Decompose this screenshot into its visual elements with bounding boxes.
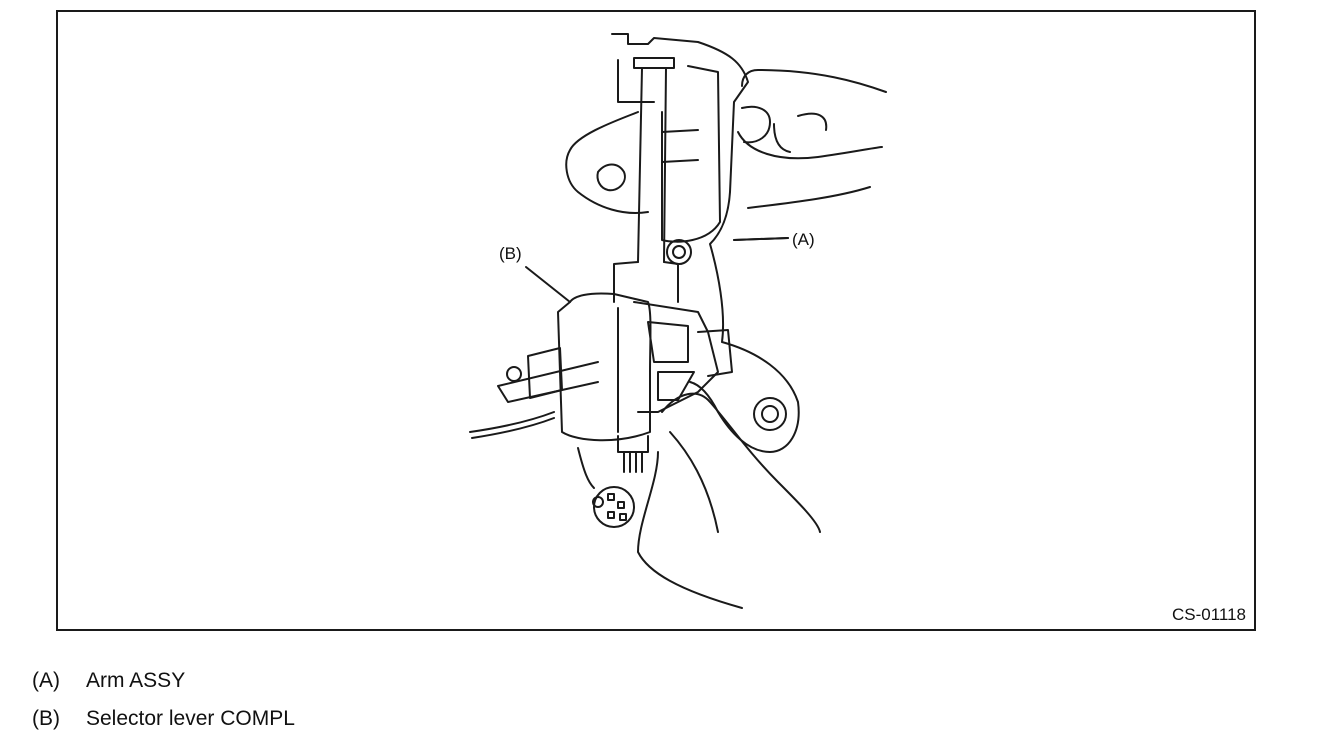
legend-key-b: (B) <box>32 707 60 730</box>
legend-row-a: (A) Arm ASSY <box>32 662 732 700</box>
legend-row-b: (B) Selector lever COMPL <box>32 700 732 738</box>
callout-label-a: (A) <box>792 230 815 249</box>
arm-assy-drawing <box>611 33 800 453</box>
callout-label-b: (B) <box>499 244 522 263</box>
lower-hand-drawing <box>577 392 821 609</box>
illustration-frame: (A) (B) CS-01118 <box>56 10 1256 631</box>
selector-rod-drawing <box>613 57 679 303</box>
legend-text-a: Arm ASSY <box>86 669 186 692</box>
upper-hand-drawing <box>737 69 887 209</box>
selector-lever-body-drawing <box>469 292 733 528</box>
left-palm-drawing <box>565 111 649 214</box>
figure-id: CS-01118 <box>1171 605 1246 624</box>
legend: (A) Arm ASSY (B) Selector lever COMPL <box>32 662 732 738</box>
leader-line-b <box>525 266 571 303</box>
selector-lever-illustration <box>469 33 887 609</box>
leader-line-a <box>733 237 789 241</box>
legend-text-b: Selector lever COMPL <box>86 707 295 730</box>
legend-key-a: (A) <box>32 669 60 692</box>
